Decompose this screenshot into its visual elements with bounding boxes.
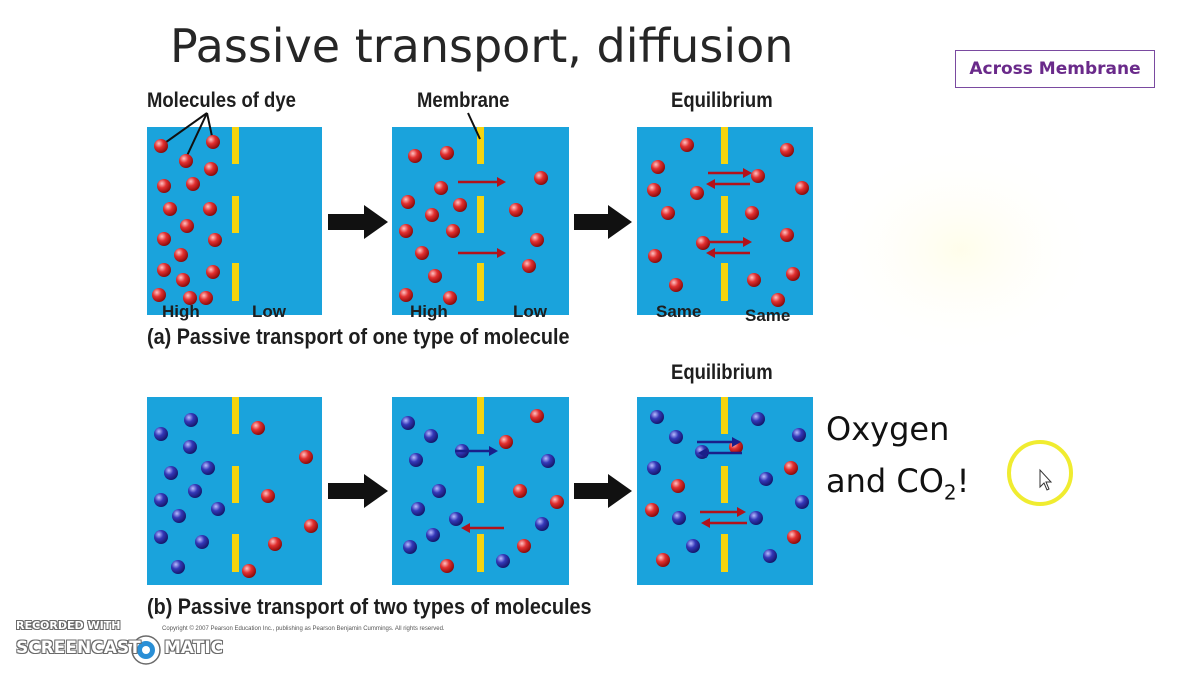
slide-title: Passive transport, diffusion xyxy=(170,19,794,73)
caption-a: (a) Passive transport of one type of mol… xyxy=(147,324,570,349)
arrow-b2-b3 xyxy=(574,474,632,508)
label-low-1: Low xyxy=(252,302,286,321)
across-membrane-tag: Across Membrane xyxy=(955,50,1155,88)
arrow-a1-a2 xyxy=(328,205,388,239)
diffusion-arrows-b xyxy=(455,437,747,533)
label-high-2: High xyxy=(410,302,448,321)
background-glow xyxy=(820,140,1100,360)
label-equilibrium-a: Equilibrium xyxy=(671,89,773,112)
watermark-screencast: SCREENCAST xyxy=(16,638,141,658)
red-molecules-b xyxy=(242,409,801,578)
label-membrane: Membrane xyxy=(417,89,510,112)
label-same-2: Same xyxy=(745,306,791,325)
watermark-recorded-with: RECORDED WITH xyxy=(16,619,121,632)
arrow-b1-b2 xyxy=(328,474,388,508)
label-high-1: High xyxy=(162,302,200,321)
caption-b: (b) Passive transport of two types of mo… xyxy=(147,594,592,619)
side-note-co2-subscript: 2 xyxy=(943,480,957,505)
copyright-line: Copyright © 2007 Pearson Education Inc.,… xyxy=(162,626,445,632)
step-arrows xyxy=(328,205,632,508)
side-note-co2-suffix: ! xyxy=(956,462,970,500)
label-molecules-of-dye: Molecules of dye xyxy=(147,89,296,112)
side-note-co2-prefix: and CO xyxy=(826,462,944,500)
arrow-a2-a3 xyxy=(574,205,632,239)
label-same-1: Same xyxy=(656,302,702,321)
membrane-segments xyxy=(232,127,728,572)
label-low-2: Low xyxy=(513,302,547,321)
label-equilibrium-b: Equilibrium xyxy=(671,361,773,384)
watermark-matic: MATIC xyxy=(164,638,224,658)
diffusion-arrows-a xyxy=(458,168,752,258)
dye-molecules-a xyxy=(152,135,809,307)
side-note-oxygen: Oxygen xyxy=(826,410,950,448)
mouse-pointer-icon xyxy=(1039,468,1053,491)
blue-molecules-b xyxy=(154,410,809,574)
side-note-co2: and CO2! xyxy=(826,460,969,513)
screencast-logo-icon xyxy=(131,635,161,665)
cursor-highlight-ring xyxy=(1007,440,1073,506)
